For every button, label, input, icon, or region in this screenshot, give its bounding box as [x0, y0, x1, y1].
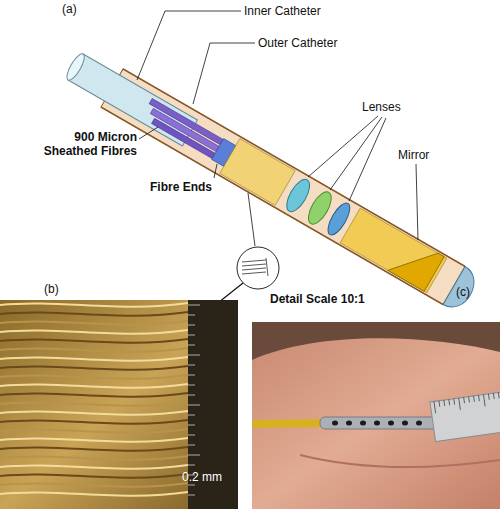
detail-circle: [237, 247, 279, 289]
inner-catheter-opening: [64, 52, 88, 83]
part-label: Fibre Ends: [150, 180, 212, 194]
part-label: Outer Catheter: [258, 36, 337, 50]
part-label: Mirror: [398, 148, 429, 162]
scale-note: Detail Scale 10:1: [270, 292, 365, 306]
end-cap: [443, 266, 481, 313]
panel-letter: (b): [44, 282, 59, 296]
sheathed-fibre: [152, 118, 216, 158]
panel-letter: (a): [62, 2, 77, 16]
sheathed-fibre: [150, 108, 219, 151]
spacer-housing: [220, 139, 295, 206]
leader-line: [137, 11, 241, 80]
outer-catheter-edge: [101, 107, 443, 305]
part-label: Lenses: [362, 100, 401, 114]
outer-catheter-edge: [123, 69, 465, 267]
outer-catheter-tube: [101, 69, 465, 305]
catheter-photo: [252, 322, 500, 509]
mirror-housing: [340, 208, 447, 293]
part-label: Inner Catheter: [244, 4, 321, 18]
detail-line: [248, 193, 255, 246]
detail-fibres: [242, 258, 268, 276]
leader-lines: [137, 11, 418, 246]
micrograph-photo: [0, 300, 238, 509]
leader-line: [139, 127, 158, 139]
leader-line: [193, 43, 255, 104]
leader-line: [349, 118, 386, 201]
panel-letter: (c): [456, 285, 470, 299]
lens: [282, 176, 314, 215]
leader-line: [214, 164, 217, 178]
leader-line: [330, 117, 382, 190]
leader-line: [308, 116, 378, 177]
scale-bar-label: 0.2 mm: [182, 470, 222, 484]
leader-line: [416, 164, 418, 240]
part-label: 900 Micron Sheathed Fibres: [22, 130, 137, 158]
catheter-cad: [60, 45, 481, 313]
mirror: [388, 236, 444, 292]
